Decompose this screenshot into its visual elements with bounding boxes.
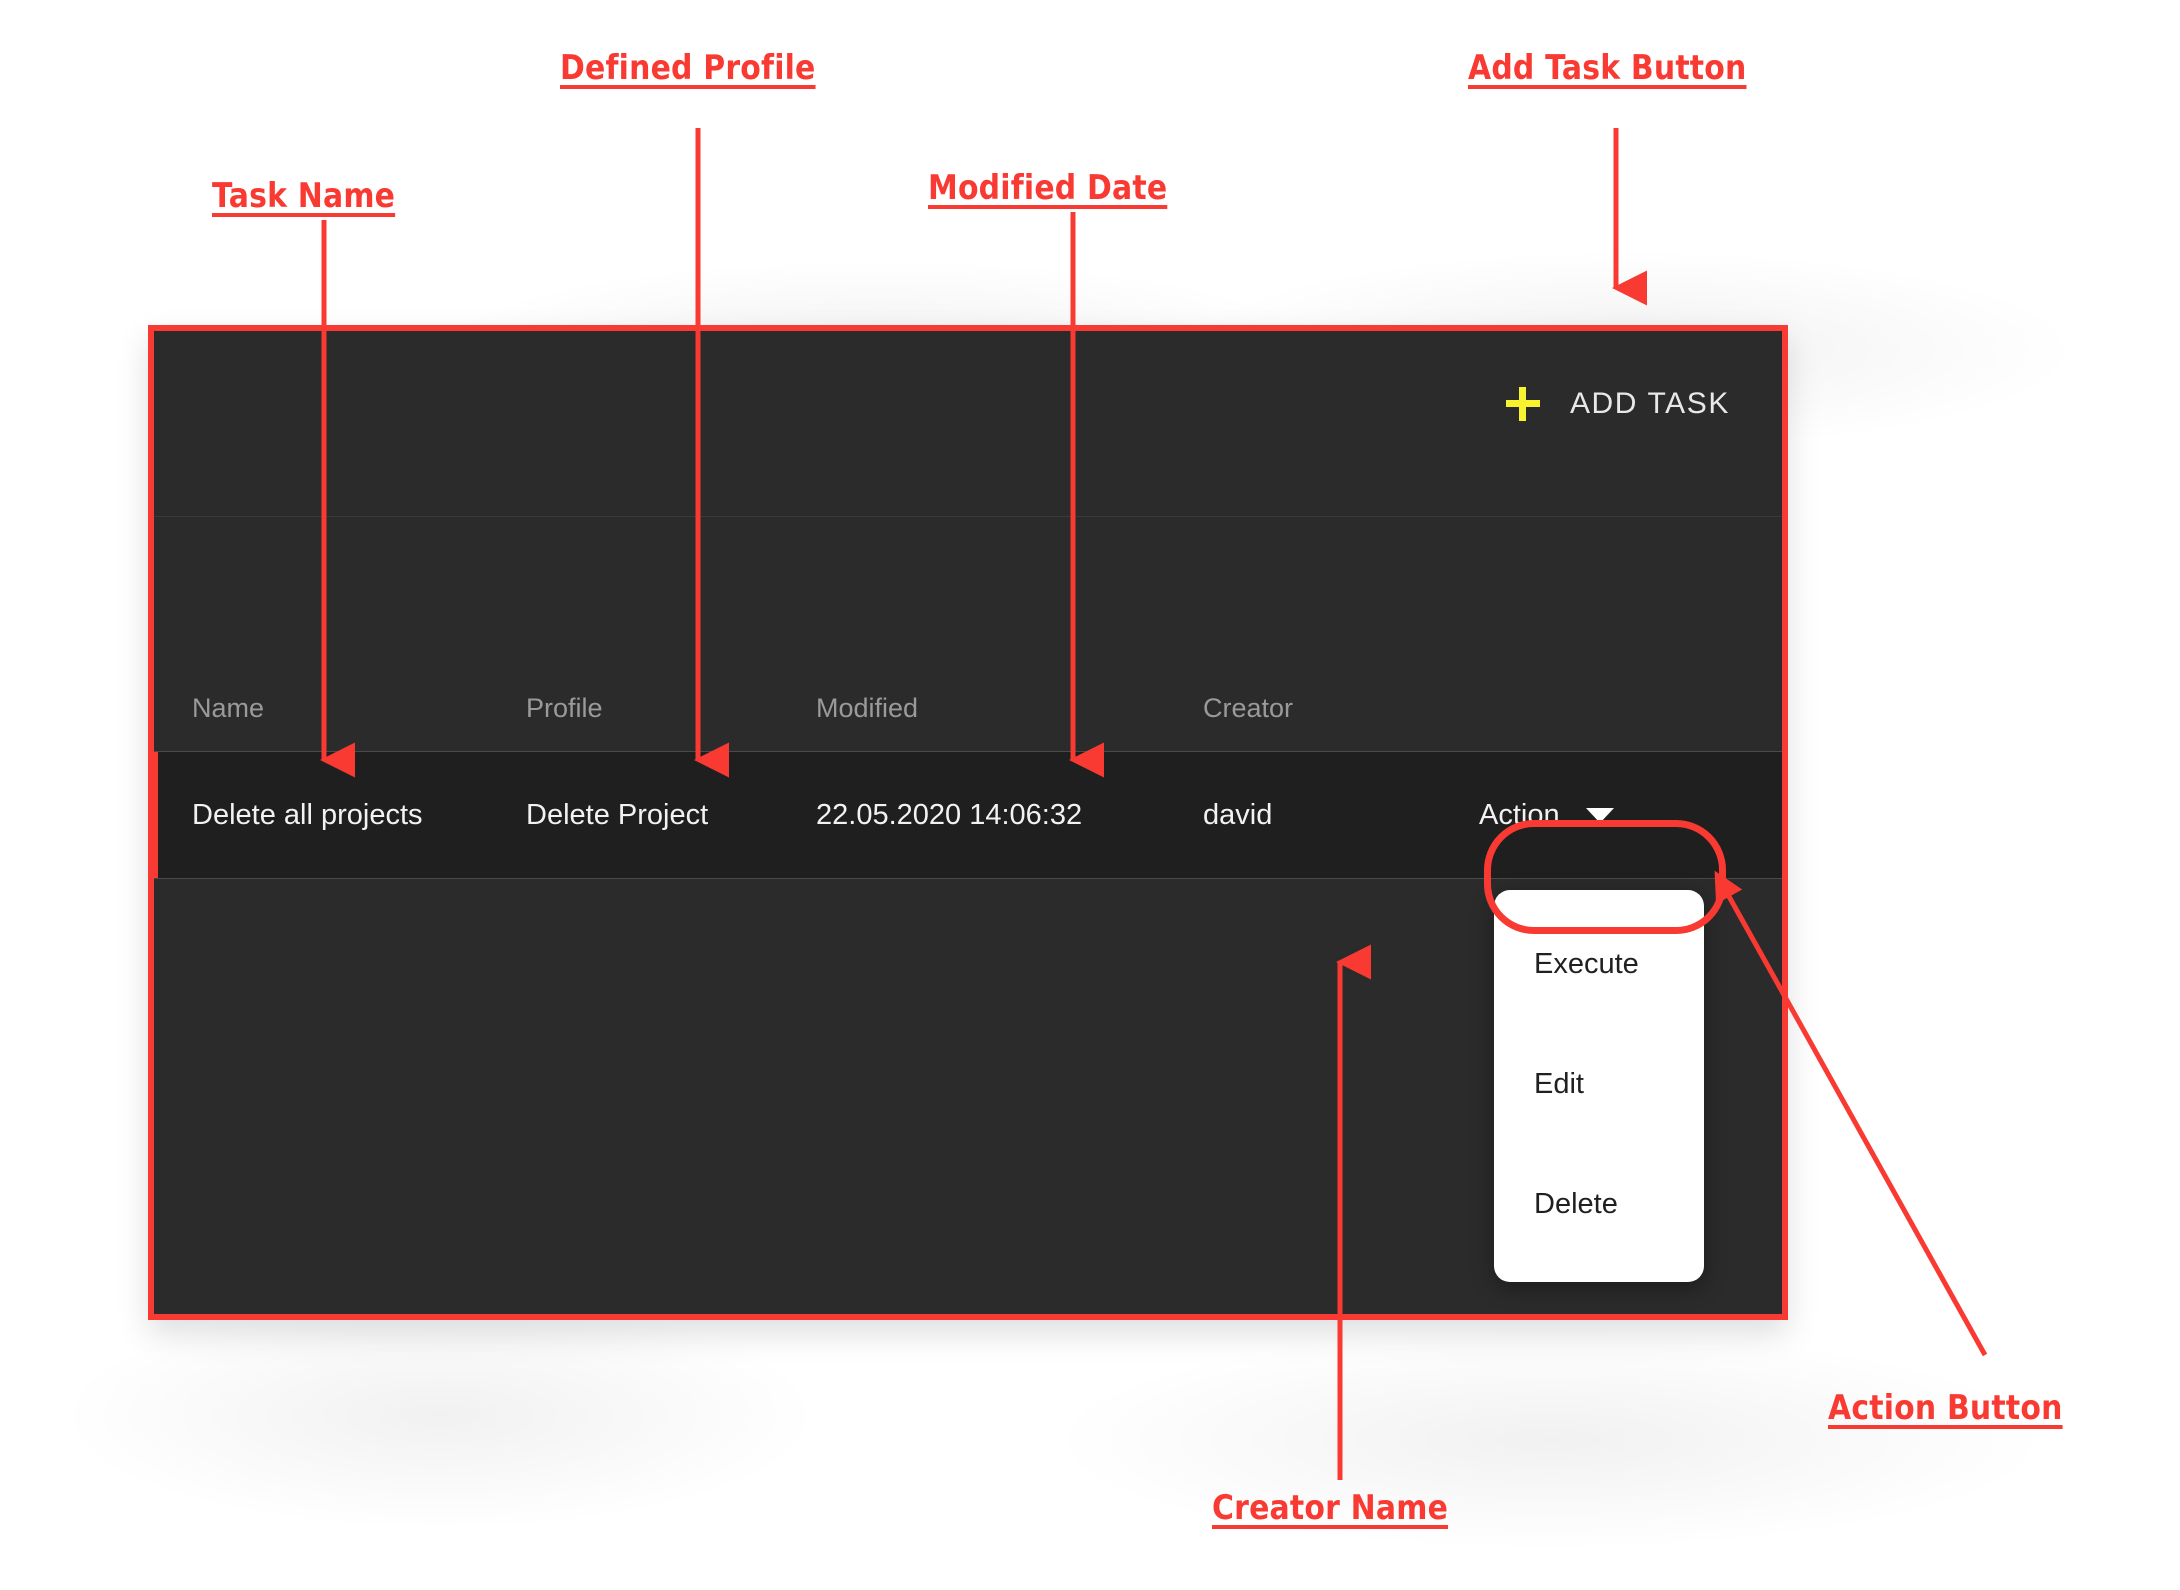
menu-item-execute[interactable]: Execute bbox=[1534, 947, 1639, 980]
table-header-row: Name Profile Modified Creator bbox=[154, 665, 1782, 751]
cell-creator: david bbox=[1203, 798, 1273, 831]
column-header-modified: Modified bbox=[816, 692, 919, 723]
cell-profile: Delete Project bbox=[526, 798, 709, 831]
column-header-creator: Creator bbox=[1203, 692, 1294, 723]
task-table: Name Profile Modified Creator Delete all… bbox=[154, 665, 1782, 879]
annotation-label-action-button: Action Button bbox=[1828, 1388, 2063, 1428]
action-button[interactable]: Action bbox=[1475, 793, 1618, 838]
chevron-down-icon bbox=[1585, 807, 1614, 823]
column-header-name: Name bbox=[192, 692, 265, 723]
column-header-profile: Profile bbox=[526, 692, 603, 723]
cell-task-name: Delete all projects bbox=[192, 798, 423, 831]
cell-modified: 22.05.2020 14:06:32 bbox=[816, 798, 1083, 831]
annotation-label-task-name: Task Name bbox=[212, 176, 396, 216]
annotation-label-add-task-button: Add Task Button bbox=[1468, 48, 1747, 88]
action-button-label: Action bbox=[1479, 798, 1560, 831]
annotation-label-modified-date: Modified Date bbox=[928, 168, 1168, 208]
plus-icon bbox=[1505, 387, 1540, 421]
annotation-label-defined-profile: Defined Profile bbox=[560, 48, 816, 88]
action-dropdown-menu: Execute Edit Delete bbox=[1494, 890, 1704, 1282]
add-task-button[interactable]: ADD TASK bbox=[1496, 379, 1740, 429]
add-task-label: ADD TASK bbox=[1569, 387, 1730, 420]
menu-item-edit[interactable]: Edit bbox=[1534, 1067, 1584, 1100]
background-blob-bottom-right bbox=[1050, 1330, 2050, 1550]
menu-item-delete[interactable]: Delete bbox=[1534, 1187, 1618, 1220]
background-blob-bottom-left bbox=[60, 1300, 820, 1530]
cell-action: Action bbox=[1475, 793, 1782, 838]
panel-header: ADD TASK bbox=[154, 331, 1782, 517]
annotation-label-creator-name: Creator Name bbox=[1212, 1488, 1449, 1528]
table-row[interactable]: Delete all projects Delete Project 22.05… bbox=[154, 751, 1782, 879]
